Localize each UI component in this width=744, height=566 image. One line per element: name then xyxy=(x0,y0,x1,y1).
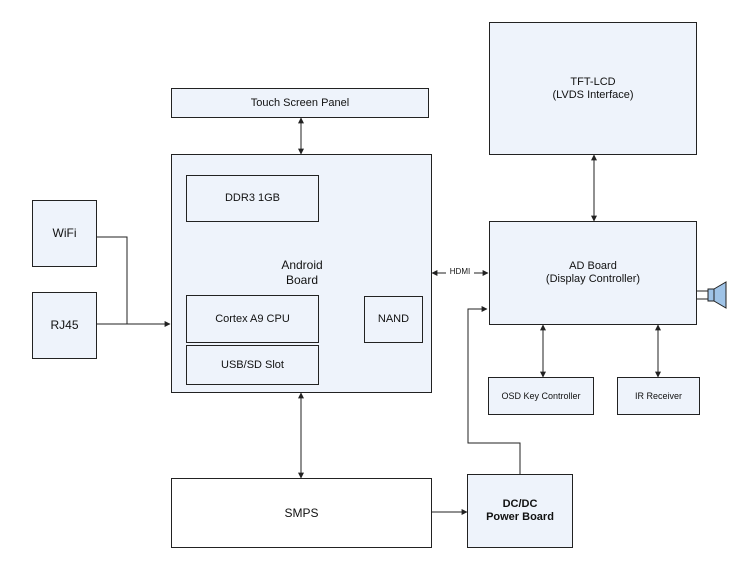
ir-label: IR Receiver xyxy=(634,390,682,401)
osd-label: OSD Key Controller xyxy=(501,390,581,401)
dcdc-ad-link xyxy=(467,306,521,474)
ad-board-label: AD Board (Display Controller) xyxy=(545,260,641,285)
android-board-label: Android Board xyxy=(281,258,323,287)
tft-lcd-label: TFT-LCD (LVDS Interface) xyxy=(552,75,634,101)
smps-block: SMPS xyxy=(171,478,432,548)
rj45-block: RJ45 xyxy=(32,292,97,359)
cpu-label: Cortex A9 CPU xyxy=(215,312,290,325)
ir-block: IR Receiver xyxy=(617,377,700,415)
hdmi-label: HDMI xyxy=(446,266,474,278)
wifi-label: WiFi xyxy=(52,226,77,240)
wifi-link xyxy=(97,236,128,324)
rj45-label: RJ45 xyxy=(50,318,79,332)
speaker-icon xyxy=(697,281,727,309)
dcdc-label: DC/DC Power Board xyxy=(486,498,554,523)
nand-label: NAND xyxy=(377,313,410,325)
usb-sd-label: USB/SD Slot xyxy=(221,358,284,371)
smps-label: SMPS xyxy=(284,505,319,520)
wifi-block: WiFi xyxy=(32,200,97,267)
ddr3-block: DDR3 1GB xyxy=(186,175,319,222)
touch-panel-label: Touch Screen Panel xyxy=(250,96,350,109)
usb-sd-block: USB/SD Slot xyxy=(186,345,319,385)
nand-block: NAND xyxy=(364,296,423,343)
cpu-block: Cortex A9 CPU xyxy=(186,295,319,343)
ad-board-block: AD Board (Display Controller) xyxy=(489,221,697,325)
touch-panel-block: Touch Screen Panel xyxy=(171,88,429,118)
ddr3-label: DDR3 1GB xyxy=(224,192,281,204)
osd-block: OSD Key Controller xyxy=(488,377,594,415)
tft-lcd-block: TFT-LCD (LVDS Interface) xyxy=(489,22,697,155)
dcdc-block: DC/DC Power Board xyxy=(467,474,573,548)
